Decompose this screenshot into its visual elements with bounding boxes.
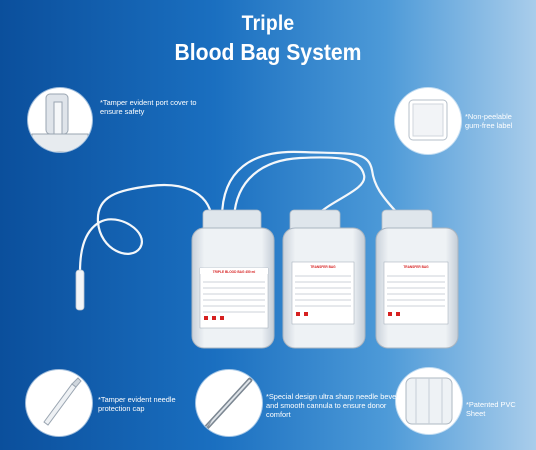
pvc-text: *Patented PVC Sheet xyxy=(466,400,516,418)
page-title: Triple Blood Bag System xyxy=(0,12,536,66)
needle-cap-icon xyxy=(43,377,82,426)
needle-cap-text: *Tamper evident needle protection cap xyxy=(98,395,176,413)
tubing xyxy=(78,150,404,274)
title-line-1: Triple xyxy=(241,12,295,35)
port-cover-text: *Tamper evident port cover to ensure saf… xyxy=(100,98,197,116)
needle-protector xyxy=(75,269,85,311)
needle-icon xyxy=(203,377,253,431)
label-icon xyxy=(408,99,448,141)
needle-callout xyxy=(196,370,262,436)
bag1-label-text: TRIPLE BLOOD BAG 450 ml xyxy=(213,270,256,274)
pvc-sheet-icon xyxy=(405,377,453,425)
needle-text: *Special design ultra sharp needle bevel… xyxy=(266,392,398,419)
bag2-label-text: TRANSFER BAG xyxy=(310,265,336,269)
bag3-label-text: TRANSFER BAG xyxy=(403,265,429,269)
port-cover-icon xyxy=(31,93,89,152)
label-text: *Non-peelable gum-free label xyxy=(465,112,513,130)
bag-primary xyxy=(191,209,275,349)
needle-cap-callout xyxy=(26,370,92,436)
pvc-callout xyxy=(396,368,462,434)
bag-transfer-2 xyxy=(375,209,459,349)
title-line-2: Blood Bag System xyxy=(174,39,362,65)
bag-transfer-1 xyxy=(282,209,366,349)
label-callout xyxy=(395,88,461,154)
port-cover-callout xyxy=(28,88,92,152)
